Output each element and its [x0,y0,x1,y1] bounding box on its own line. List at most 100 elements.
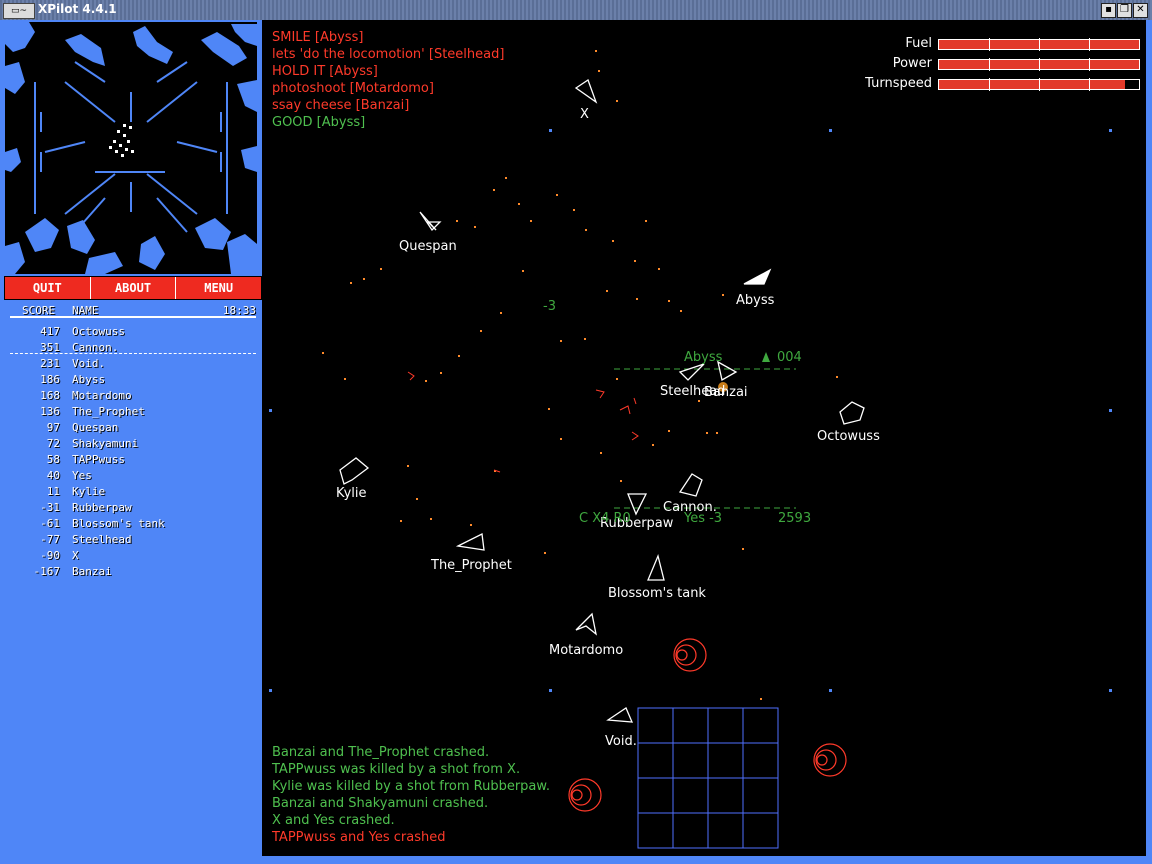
talk-message: photoshoot [Motardomo] [272,81,434,96]
player-name: Shakyamuni [72,437,139,450]
event-message: Banzai and Shakyamuni crashed. [272,796,489,811]
radar-map[interactable] [5,22,257,274]
meter-bar [938,58,1140,71]
ship-prophet-icon [455,533,485,551]
score-value: 351 [40,341,60,354]
ship-abyss-icon [743,268,772,285]
menu-button[interactable]: MENU [176,277,262,299]
hud-status-right: 2593 [778,511,812,526]
player-name: Octowuss [72,325,125,338]
mine-icon [568,778,602,812]
score-value: -31 [40,501,60,514]
meter-bar [938,38,1140,51]
lock-lines [614,368,796,509]
score-value: -167 [33,565,61,578]
score-value: 186 [40,373,60,386]
close-button[interactable]: ✕ [1133,3,1148,18]
ship-label-blossom: Blossom's tank [608,586,706,601]
map-grid-dots [269,129,1112,692]
score-value: 72 [46,437,60,450]
meter-fill [939,80,1125,89]
game-viewport[interactable]: X Quespan Abyss Steelhead Banzai Octowus… [262,20,1146,856]
window-titlebar[interactable]: ▭~ XPilot 4.4.1 ▪ ❐ ✕ [0,0,1152,21]
player-name: Quespan [72,421,119,434]
ship-label-prophet: The_Prophet [431,558,512,573]
hud-status-mid: Yes -3 [684,511,723,526]
score-value: 168 [40,389,60,402]
meter-tick [1089,38,1090,51]
meter-label: Turnspeed [865,76,932,91]
team-divider [10,353,256,354]
score-row: 97 Quespan [10,421,256,437]
player-name: Cannon. [72,341,119,354]
hud-lock-distance: 004 [777,350,802,365]
meter-tick [989,58,990,71]
ship-steelhead-icon [678,363,705,381]
ship-kylie-icon [339,457,370,485]
minimize-button[interactable]: ▪ [1101,3,1116,18]
score-row: 11 Kylie [10,485,256,501]
ship-label-rubberpaw: Rubberpaw [600,516,674,531]
ship-label-abyss: Abyss [736,293,775,308]
event-message: Banzai and The_Prophet crashed. [272,745,490,760]
wreckage-pieces [407,371,639,473]
score-column-header: SCORE [22,304,56,317]
home-base-grid [637,707,779,849]
score-value: 231 [40,357,60,370]
xpilot-window-icon[interactable]: ▭~ [3,3,35,19]
about-button[interactable]: ABOUT [90,277,177,299]
ship-label-cannon: Cannon. [663,500,717,515]
meter-label: Power [892,56,932,71]
score-value: 97 [46,421,60,434]
meter-tick [1039,38,1040,51]
player-name: Kylie [72,485,106,498]
radar-map-graphic [5,22,257,274]
score-row: 231 Void. [10,357,256,373]
event-message: Kylie was killed by a shot from Rubberpa… [272,779,550,794]
score-row: 168 Motardomo [10,389,256,405]
quit-button[interactable]: QUIT [5,277,91,299]
ship-label-x: X [580,107,589,122]
hud-status-left: C X4 R0 [579,511,631,526]
ship-rubberpaw-icon [627,493,648,516]
talk-message: SMILE [Abyss] [272,30,364,45]
score-row: 136 The_Prophet [10,405,256,421]
player-name: The_Prophet [72,405,145,418]
lock-arrow-icon [762,352,770,362]
ship-void-icon [606,707,634,723]
ship-label-quespan: Quespan [399,239,457,254]
score-value: 136 [40,405,60,418]
score-value: 11 [46,485,60,498]
score-value: -61 [40,517,60,530]
score-row: 417 Octowuss [10,325,256,341]
player-name: Void. [72,357,106,370]
meter-tick [989,38,990,51]
meter-tick [1089,58,1090,71]
window-title: XPilot 4.4.1 [38,2,117,16]
ship-x-icon [574,79,598,104]
scoreboard-list: 417 Octowuss 351 Cannon. 231 Void. 186 Abyss 168… [10,325,256,581]
talk-message: HOLD IT [Abyss] [272,64,378,79]
maximize-button[interactable]: ❐ [1117,3,1132,18]
player-name: Motardomo [72,389,132,402]
score-value: 417 [40,325,60,338]
ship-quespan-icon [419,211,442,232]
event-message: TAPPwuss and Yes crashed [272,830,446,845]
talk-message: GOOD [Abyss] [272,115,366,130]
player-name: Abyss [72,373,106,386]
meter-bar [938,78,1140,91]
ship-banzai-icon [717,360,738,382]
hud-score-delta: -3 [543,299,556,314]
ship-label-kylie: Kylie [336,486,367,501]
score-value: 58 [46,453,60,466]
score-row: 72 Shakyamuni [10,437,256,453]
window-border-bottom [262,856,1152,864]
ship-blossom-icon [647,553,665,581]
player-name: X [72,549,79,562]
game-field [269,50,1112,849]
